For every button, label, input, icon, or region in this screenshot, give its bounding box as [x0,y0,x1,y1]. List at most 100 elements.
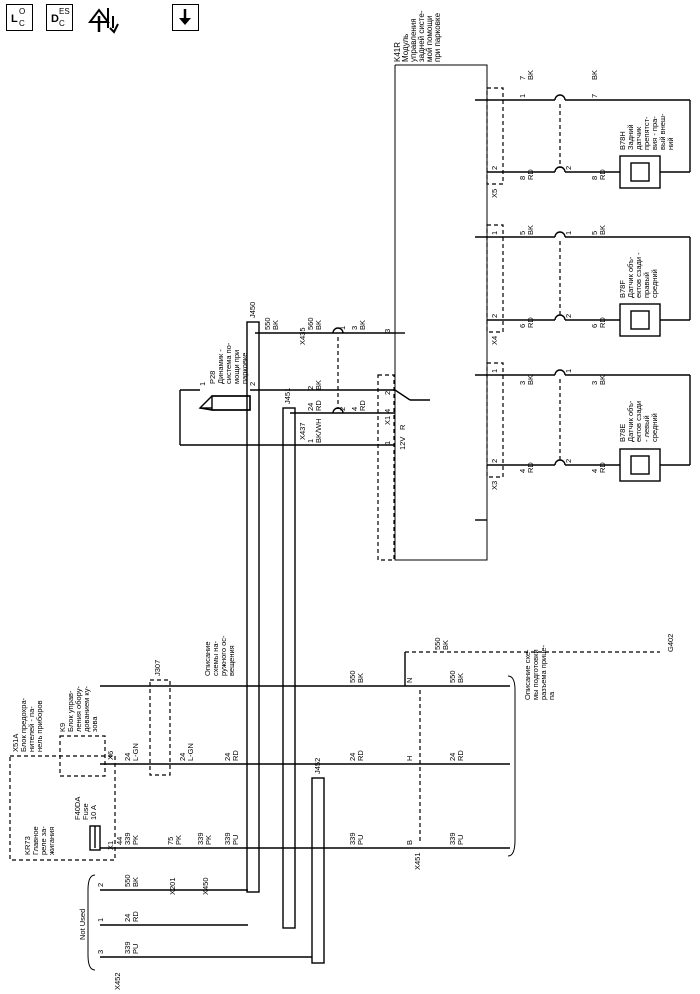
connector-x451: X451 N H B 550 BK 550 BK 24 RD 24 RD 339… [348,670,465,870]
speaker-line: Динамик - [216,349,225,384]
ground-label: G402 [666,634,675,652]
wire-color: BK [590,70,599,80]
wire-num: 3 [518,381,527,385]
k9-line: зова [90,716,99,732]
wire-num: 2 [306,386,315,390]
trailer-desc-line: па [547,691,556,700]
wire-color: RD [598,317,607,328]
connector-info-button[interactable] [86,2,126,34]
trailer-desc-line: Описание схе- [523,649,532,700]
wire-num: 24 [123,914,132,922]
wire-color: L-GN [131,743,140,761]
connector-label: X201 [168,877,177,895]
sensor-line: препятст- [642,116,651,150]
pin-label: 1 [518,94,527,98]
j307-desc: схемы на- [211,640,220,676]
pin-label: 44 [115,837,124,845]
wire-num: 4 [590,469,599,473]
connector-label: X3 [490,481,499,490]
module-line: задней систе- [417,10,426,62]
module-line: Модуль [401,34,410,62]
pin-label: 1 [564,369,573,373]
pin-label: 1 [198,382,207,386]
wire-color: PU [456,835,465,845]
wire-num: 560 [306,317,315,330]
j307-desc: ружного ос- [219,635,228,676]
connector-label: X5 [490,189,499,198]
sensor-line: ектов сзади [634,401,643,442]
kr73-line: жигания [47,827,56,855]
pin-label: B [405,840,414,845]
speaker-line: система по- [224,342,233,384]
sensor-id: B78E [618,424,627,442]
connector-label: X6 [106,751,115,760]
splice-label: J452 [313,758,322,774]
wire-color: BK [598,225,607,235]
splice-label: J450 [248,302,257,318]
splice-j452: J452 [311,758,325,964]
j307-desc: вещения [227,645,236,676]
sensor-line: датчик [634,126,643,150]
pin-label: 3 [96,950,105,954]
wire-color: PK [204,835,213,845]
pin-label: 2 [564,166,573,170]
splice-j450: J450 [246,302,260,893]
wire-num: 339 [123,941,132,954]
splice-label: J307 [153,660,162,676]
description-button[interactable]: D ES C [46,4,73,31]
k9-line: ления обору- [74,686,83,732]
wire-num: 24 [178,753,187,761]
wire-num: 550 [448,670,457,683]
connector-info-icon [88,8,119,34]
sensor-line: Датчик объ- [626,400,635,442]
x51a-line: нель приборов [35,700,44,752]
sensor-line: вия - пра- [650,116,659,150]
wire-color: RD [526,462,535,473]
wire-num: 24 [348,753,357,761]
wire-color: BK [271,320,280,330]
down-arrow-button[interactable] [172,4,199,31]
wire-num: 339 [196,832,205,845]
sensor-id: B78F [618,280,627,298]
wire-color: BK [358,320,367,330]
sensor-line: ектов сзади - [634,252,643,298]
pin-label: 1 [490,369,499,373]
wire-num: 339 [123,832,132,845]
pin-label: 2 [248,382,257,386]
speaker-id: P28 [208,371,217,384]
sensor-b78h: 1 7 BK 7 BK 2 8 RD 2 8 RD X5 B78H Задний… [475,70,691,198]
wire-color: L-GN [186,743,195,761]
module-k41r: K41R Модуль управления задней систе- мой… [393,10,488,561]
connector-label: X452 [113,972,122,990]
splice-j451: J451 [282,388,296,929]
splice-label: J451 [283,388,292,404]
wire-color: BK [456,673,465,683]
speaker-p28: 1 2 P28 Динамик - система по- мощи при п… [179,342,430,446]
wire-color: RD [231,750,240,761]
kr73-line: реле за- [39,826,48,855]
left-components: X51A Блок предохра- нителей - па- нель п… [9,686,240,895]
wire-color: RD [314,400,323,411]
j307-desc: Описание [203,641,212,676]
wire-num: 550 [123,874,132,887]
wire-num: 550 [348,670,357,683]
wire-num: 339 [348,832,357,845]
pin-label: 3 [383,329,392,333]
connector-label: X1 [106,841,115,850]
pin-label: H [405,756,414,761]
wire-num: 6 [590,324,599,328]
pin-label: 1 [564,231,573,235]
sensor-line: вый внеш- [658,113,667,150]
location-button[interactable]: L O C [6,4,33,31]
pin-label: 1 [383,441,392,445]
wire-color: BK [598,375,607,385]
trailer-desc-line: мы подготовки [531,649,540,700]
wire-color: BK [314,380,323,390]
pin-label: 2 [383,391,392,395]
sensor-b78f: 1 5 BK 1 5 BK 2 6 RD 2 6 RD X4 B78F Датч… [475,224,691,345]
speaker-line: парковке [240,353,249,384]
fuse-line: Fuse [81,803,90,820]
pin-label: 4 [383,409,392,413]
wire-color: PU [231,835,240,845]
k9-line: Блок управ- [66,690,75,732]
